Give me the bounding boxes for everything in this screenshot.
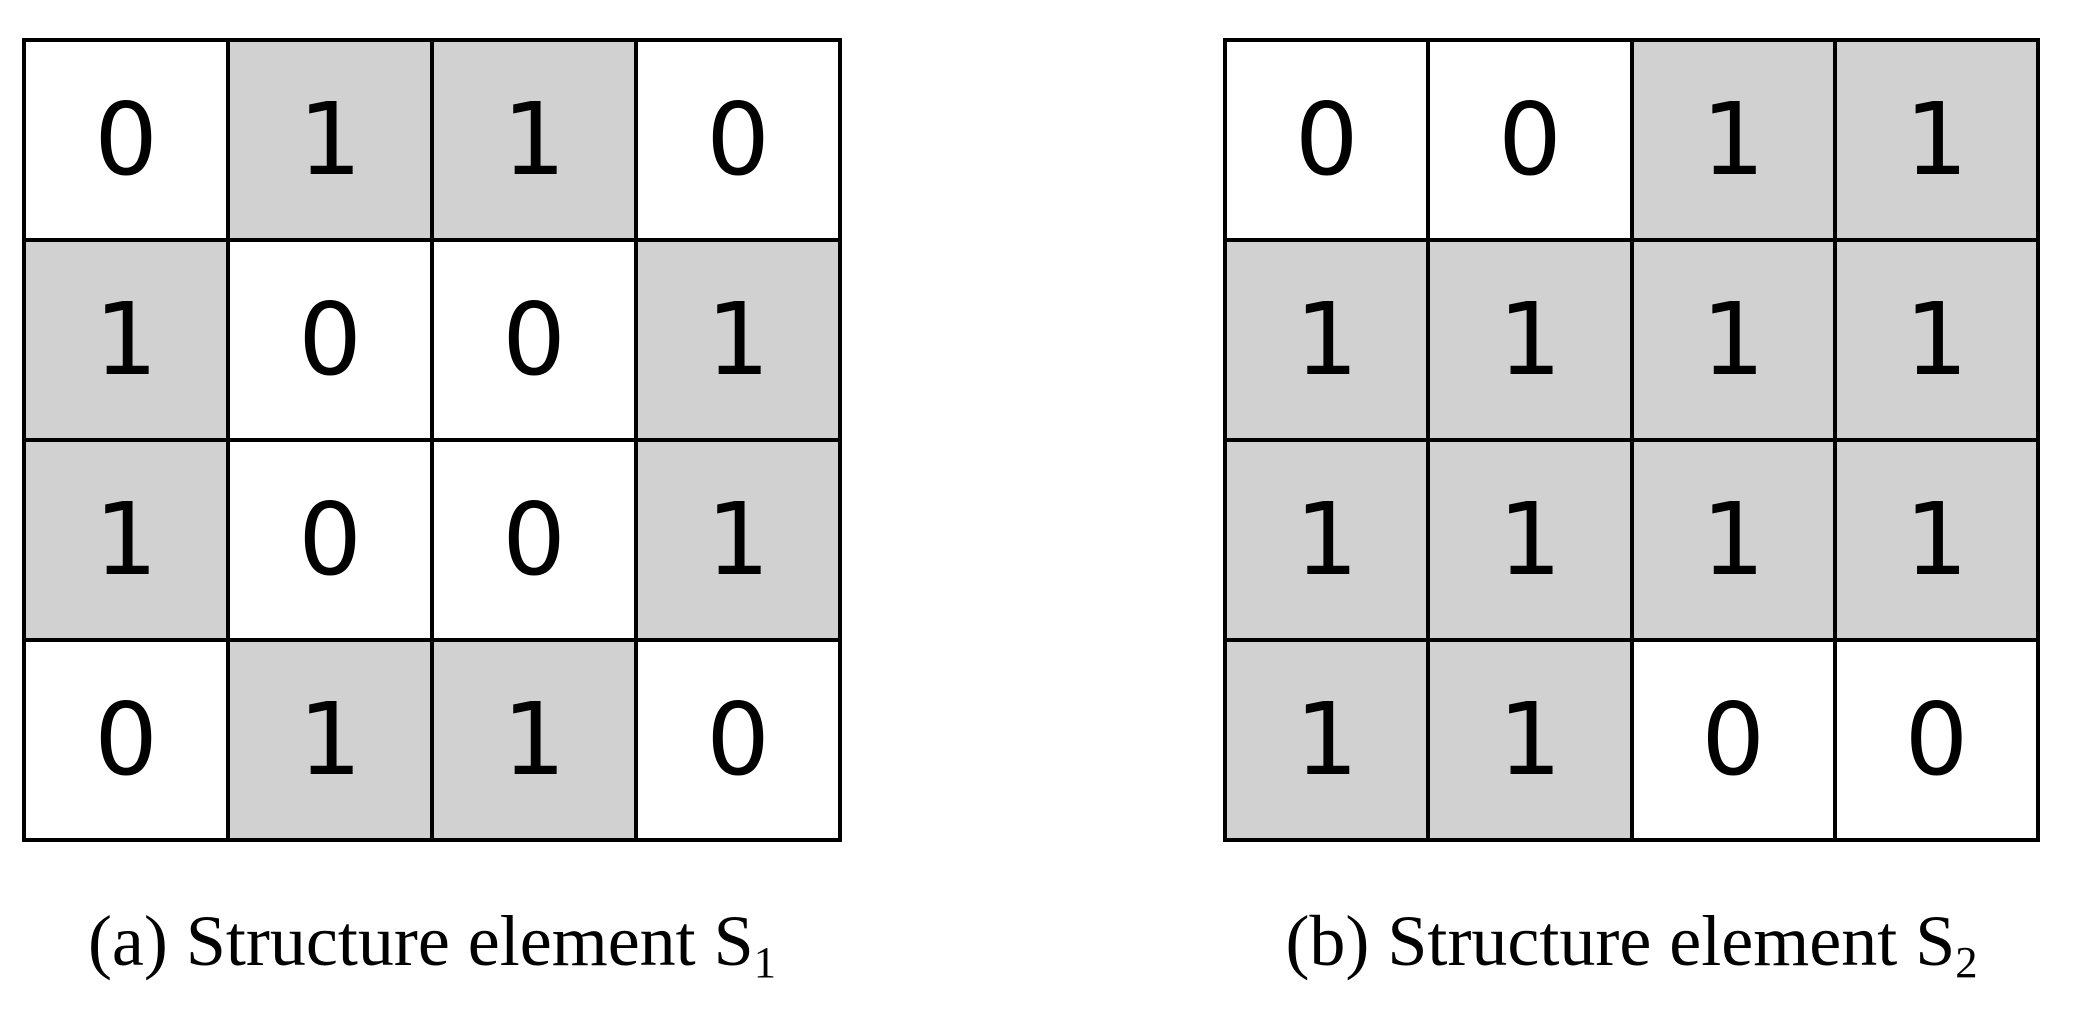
caption-s2: (b) Structure element S2 xyxy=(1223,900,2040,985)
grid-cell: 1 xyxy=(1834,440,2038,640)
grid-cell: 1 xyxy=(1428,240,1632,440)
grid-cell: 0 xyxy=(636,640,840,840)
grid-cell: 0 xyxy=(432,240,636,440)
grid-cell: 0 xyxy=(1428,40,1632,240)
grid-cell: 1 xyxy=(1428,640,1632,840)
grid-cell: 0 xyxy=(228,440,432,640)
grid-cell: 1 xyxy=(1834,40,2038,240)
caption-s1-subscript: 1 xyxy=(753,937,777,988)
grid-cell: 0 xyxy=(432,440,636,640)
caption-s1-text: (a) Structure element S xyxy=(87,901,754,981)
grid-cell: 1 xyxy=(432,640,636,840)
grid-cell: 1 xyxy=(1225,640,1429,840)
grid-cell: 1 xyxy=(1631,240,1835,440)
grid-cell: 1 xyxy=(1225,240,1429,440)
grid-cell: 0 xyxy=(24,640,228,840)
grid-cell: 1 xyxy=(24,440,228,640)
grid-cell: 1 xyxy=(1834,240,2038,440)
caption-s2-subscript: 2 xyxy=(1955,937,1978,988)
grid-cell: 1 xyxy=(432,40,636,240)
grid-cell: 0 xyxy=(1834,640,2038,840)
grid-cell: 1 xyxy=(228,40,432,240)
grid-cell: 1 xyxy=(1631,440,1835,640)
grid-cell: 0 xyxy=(1225,40,1429,240)
grid-cell: 0 xyxy=(1631,640,1835,840)
grid-cell: 1 xyxy=(228,640,432,840)
grid-cell: 1 xyxy=(1225,440,1429,640)
grid-cell: 1 xyxy=(24,240,228,440)
grid-cell: 1 xyxy=(1631,40,1835,240)
grid-cell: 0 xyxy=(228,240,432,440)
grid-cell: 0 xyxy=(636,40,840,240)
caption-s2-text: (b) Structure element S xyxy=(1285,901,1956,981)
grid-cell: 1 xyxy=(1428,440,1632,640)
grid-cell: 0 xyxy=(24,40,228,240)
grid-cell: 1 xyxy=(636,440,840,640)
caption-s1: (a) Structure element S1 xyxy=(22,900,842,985)
grid-cell: 1 xyxy=(636,240,840,440)
